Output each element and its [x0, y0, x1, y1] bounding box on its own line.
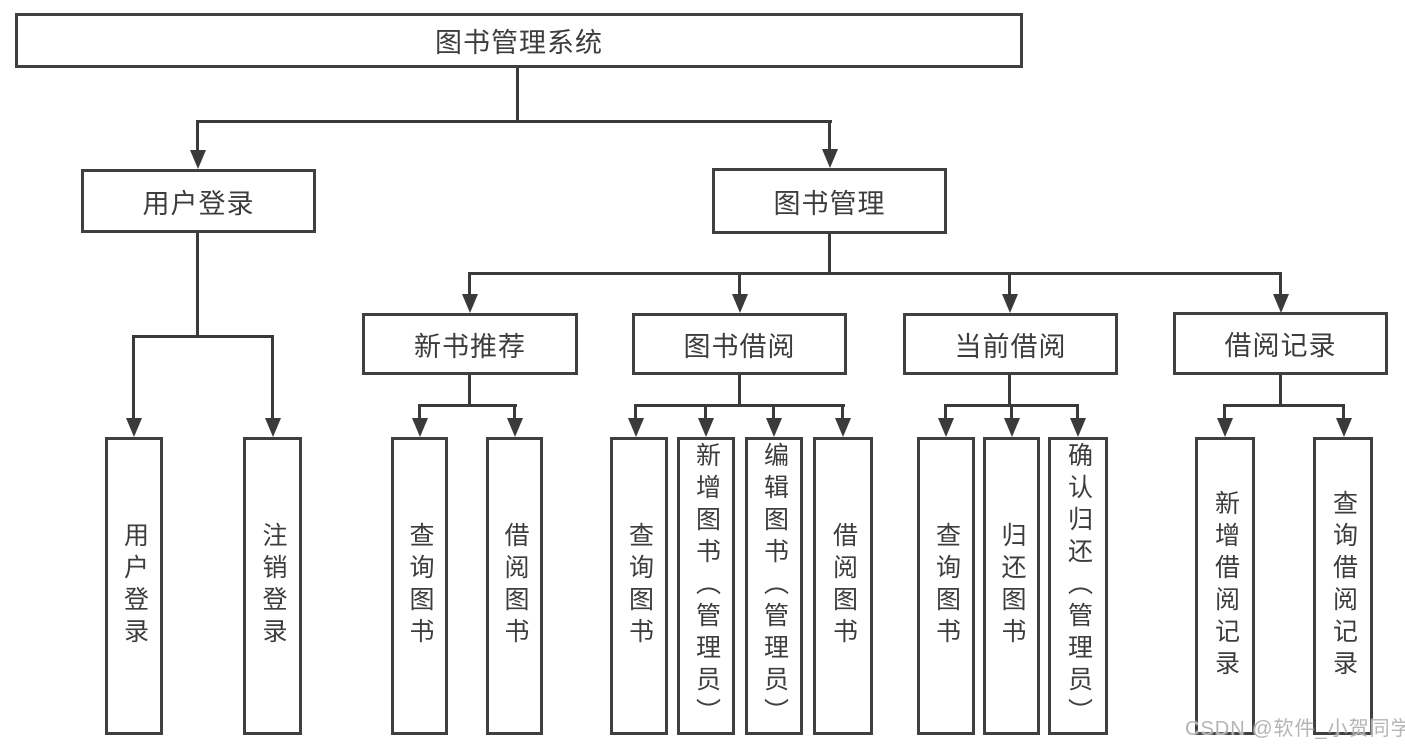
connector-drop-book-borrow	[738, 272, 741, 296]
csdn-watermark: CSDN @软件_小贺同学	[1185, 718, 1405, 740]
connector-root-hline	[196, 120, 832, 123]
leaf-nb-query-books: 查询图书	[391, 437, 448, 735]
leaf-bw-query-books: 查询图书	[610, 437, 668, 735]
node-new-book-recommend: 新书推荐	[362, 313, 578, 375]
leaf-label: 确认归还（管理员）	[1064, 442, 1093, 730]
arrowhead-cur-confirm	[1070, 418, 1086, 437]
node-library-management-system: 图书管理系统	[15, 13, 1023, 68]
leaf-label: 新增图书（管理员）	[692, 442, 721, 730]
arrowhead-borrow-record	[1273, 294, 1289, 313]
leaf-label: 借阅图书	[829, 522, 858, 650]
connector-drop-bw-query	[634, 404, 637, 419]
connector-drop-nb-query	[418, 404, 421, 419]
connector-drop-nb-borrow	[513, 404, 516, 419]
leaf-logout: 注销登录	[243, 437, 302, 735]
leaf-nb-borrow-books: 借阅图书	[486, 437, 543, 735]
connector-drop-leaf-logout	[271, 335, 274, 419]
node-label: 图书管理系统	[435, 28, 603, 58]
leaf-label: 查询图书	[406, 522, 434, 650]
leaf-label: 归还图书	[998, 522, 1026, 650]
arrowhead-user-login	[190, 150, 206, 169]
arrowhead-cur-return	[1004, 418, 1020, 437]
node-current-borrow: 当前借阅	[903, 313, 1118, 375]
leaf-cur-confirm-return-admin: 确认归还（管理员）	[1048, 437, 1108, 735]
arrowhead-nb-borrow	[507, 418, 523, 437]
connector-newbook-stem	[468, 373, 471, 407]
arrowhead-rec-query	[1336, 418, 1352, 437]
connector-newbook-hline	[418, 404, 517, 407]
arrowhead-bw-edit	[766, 418, 782, 437]
arrowhead-book-mgmt	[822, 149, 838, 168]
leaf-label: 新增借阅记录	[1211, 490, 1240, 682]
connector-drop-bw-borrow	[841, 404, 844, 419]
connector-mgmt-stem	[828, 232, 831, 274]
leaf-rec-add-record: 新增借阅记录	[1195, 437, 1255, 735]
connector-record-stem	[1279, 373, 1282, 407]
connector-login-stem	[196, 231, 199, 337]
connector-drop-rec-query	[1342, 404, 1345, 419]
connector-root-stem	[516, 66, 519, 122]
arrowhead-bw-add	[698, 418, 714, 437]
leaf-label: 编辑图书（管理员）	[760, 442, 789, 730]
connector-drop-cur-query	[944, 404, 947, 419]
leaf-cur-return-books: 归还图书	[983, 437, 1040, 735]
connector-drop-bw-add	[704, 404, 707, 419]
node-label: 用户登录	[142, 188, 255, 219]
leaf-user-login: 用户登录	[105, 437, 163, 735]
leaf-label: 用户登录	[120, 522, 149, 650]
connector-mgmt-hline	[468, 272, 1282, 275]
leaf-bw-add-books-admin: 新增图书（管理员）	[677, 437, 735, 735]
connector-borrow-hline	[634, 404, 845, 407]
connector-record-hline	[1223, 404, 1345, 407]
arrowhead-cur-query	[938, 418, 954, 437]
node-label: 图书借阅	[683, 331, 796, 362]
leaf-label: 查询图书	[932, 522, 961, 650]
arrowhead-bw-borrow	[835, 418, 851, 437]
node-label: 借阅记录	[1224, 331, 1337, 361]
arrowhead-rec-add	[1217, 418, 1233, 437]
leaf-label: 借阅图书	[501, 522, 529, 650]
leaf-rec-query-record: 查询借阅记录	[1313, 437, 1373, 735]
connector-borrow-stem	[738, 373, 741, 407]
node-label: 图书管理	[773, 188, 886, 219]
arrowhead-bw-query	[628, 418, 644, 437]
node-label: 新书推荐	[414, 331, 526, 362]
node-label: 当前借阅	[954, 331, 1067, 362]
connector-drop-cur-confirm	[1076, 404, 1079, 419]
arrowhead-leaf-login	[126, 418, 142, 437]
arrowhead-new-book	[462, 294, 478, 313]
node-book-borrow: 图书借阅	[632, 313, 847, 375]
leaf-bw-borrow-books: 借阅图书	[813, 437, 873, 735]
leaf-label: 查询借阅记录	[1329, 490, 1358, 682]
arrowhead-current-borrow	[1002, 294, 1018, 313]
arrowhead-book-borrow	[732, 294, 748, 313]
node-borrow-record: 借阅记录	[1173, 312, 1388, 375]
arrowhead-nb-query	[412, 418, 428, 437]
connector-login-hline	[132, 335, 274, 338]
connector-drop-rec-add	[1223, 404, 1226, 419]
connector-drop-book-mgmt	[828, 120, 831, 152]
connector-drop-cur-return	[1010, 404, 1013, 419]
arrowhead-leaf-logout	[265, 418, 281, 437]
connector-drop-user-login	[196, 120, 199, 152]
leaf-bw-edit-books-admin: 编辑图书（管理员）	[745, 437, 803, 735]
connector-current-stem	[1008, 373, 1011, 407]
node-user-login: 用户登录	[81, 169, 316, 233]
connector-drop-leaf-login	[132, 335, 135, 419]
leaf-cur-query-books: 查询图书	[917, 437, 975, 735]
connector-drop-borrow-record	[1279, 272, 1282, 296]
leaf-label: 查询图书	[625, 522, 654, 650]
connector-drop-bw-edit	[772, 404, 775, 419]
connector-drop-current-borrow	[1008, 272, 1011, 296]
leaf-label: 注销登录	[259, 522, 287, 650]
node-book-management: 图书管理	[712, 168, 947, 234]
connector-drop-new-book	[468, 272, 471, 296]
